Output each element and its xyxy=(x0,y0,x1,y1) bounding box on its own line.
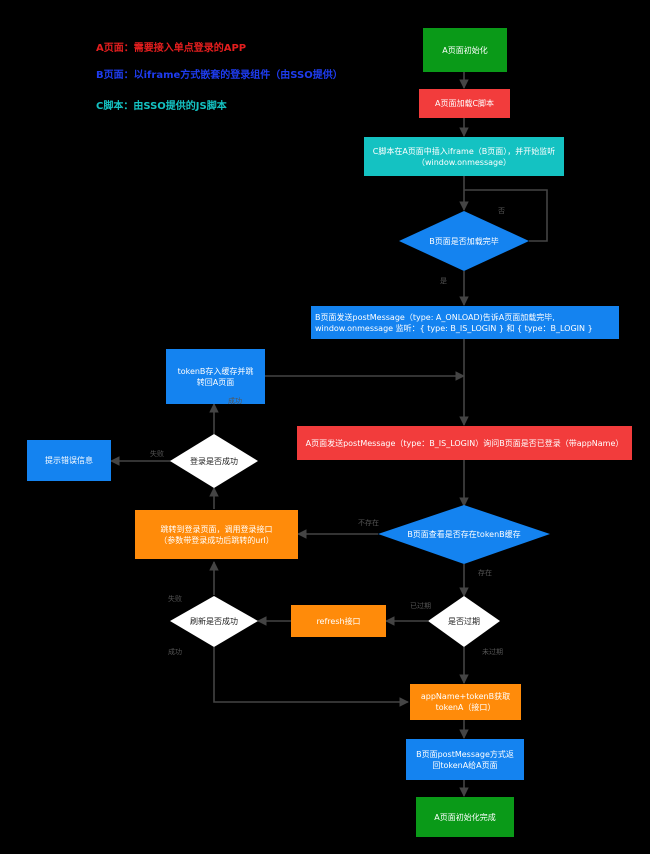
node-refresh-api: refresh接口 xyxy=(291,605,386,637)
edge-label-expired-no: 未过期 xyxy=(482,648,503,656)
node-jump-login-line1: 跳转到登录页面，调用登录接口 xyxy=(160,524,273,534)
legend-a-page: A页面：需要接入单点登录的APP xyxy=(96,43,247,54)
node-store-token-line2: 转回A页面 xyxy=(196,377,235,387)
node-insert-iframe: C脚本在A页面中插入iframe（B页面），并开始监听 （window.onme… xyxy=(364,137,564,176)
node-return-token: B页面postMessage方式返 回tokenA给A页面 xyxy=(406,739,524,780)
node-b-post: B页面发送postMessage（type: A_ONLOAD)告诉A页面加载完… xyxy=(311,306,619,339)
edge-refresh-ok-to-gettoken xyxy=(213,647,409,707)
node-store-token-line1: tokenB存入缓存并跳 xyxy=(177,366,254,376)
edge-label-cache-missing: 不存在 xyxy=(358,519,379,527)
node-start: A页面初始化 xyxy=(423,28,507,72)
decision-check-cache xyxy=(378,505,550,564)
edge-label-loop-no: 否 xyxy=(498,207,505,215)
decision-b-loaded xyxy=(399,211,529,271)
node-done: A页面初始化完成 xyxy=(416,797,514,837)
node-b-post-line1: B页面发送postMessage（type: A_ONLOAD)告诉A页面加载完… xyxy=(315,312,555,322)
node-jump-login: 跳转到登录页面，调用登录接口 （参数带登录成功后跳转的url） xyxy=(135,510,298,559)
decision-refresh-ok-label: 刷新是否成功 xyxy=(190,616,238,626)
node-a-post: A页面发送postMessage（type：B_IS_LOGIN）询问B页面是否… xyxy=(297,426,632,460)
node-get-token: appName+tokenB获取 tokenA（接口） xyxy=(410,684,521,720)
legend-b-page: B页面：以iframe方式嵌套的登录组件（由SSO提供） xyxy=(96,70,343,81)
decision-check-cache-label: B页面查看是否存在tokenB缓存 xyxy=(407,529,521,539)
node-return-token-line1: B页面postMessage方式返 xyxy=(416,749,514,759)
edge-label-loaded-yes: 是 xyxy=(440,277,447,285)
node-return-token-line2: 回tokenA给A页面 xyxy=(432,760,498,770)
decision-login-ok xyxy=(170,434,258,488)
decision-login-ok-label: 登录是否成功 xyxy=(190,456,238,466)
node-get-token-line1: appName+tokenB获取 xyxy=(420,692,511,701)
edge-label-refresh-success: 成功 xyxy=(168,648,182,656)
edge-loaded-loop xyxy=(464,189,548,242)
decision-refresh-ok xyxy=(170,596,258,647)
node-load-c: A页面加载C脚本 xyxy=(419,89,510,118)
decision-expired xyxy=(428,596,500,647)
edge-label-login-fail: 失败 xyxy=(150,450,164,458)
node-get-token-line2: tokenA（接口） xyxy=(435,703,496,712)
edge-label-refresh-fail: 失败 xyxy=(168,595,182,603)
node-store-token: tokenB存入缓存并跳 转回A页面 xyxy=(166,349,265,404)
edge-label-cache-exists: 存在 xyxy=(478,569,492,577)
node-show-error: 提示错误信息 xyxy=(27,440,111,481)
decision-expired-label: 是否过期 xyxy=(448,616,480,626)
legend-c-script: C脚本：由SSO提供的JS脚本 xyxy=(96,101,227,112)
node-jump-login-line2: （参数带登录成功后跳转的url） xyxy=(159,535,274,545)
decision-b-loaded-label: B页面是否加载完毕 xyxy=(429,236,499,246)
node-insert-iframe-line2: （window.onmessage） xyxy=(416,157,512,167)
node-insert-iframe-line1: C脚本在A页面中插入iframe（B页面），并开始监听 xyxy=(372,146,556,156)
edge-label-expired-yes: 已过期 xyxy=(410,602,431,610)
node-b-post-line2: window.onmessage 监听：{ type: B_IS_LOGIN }… xyxy=(315,323,593,333)
edge-label-login-success: 成功 xyxy=(228,397,242,405)
